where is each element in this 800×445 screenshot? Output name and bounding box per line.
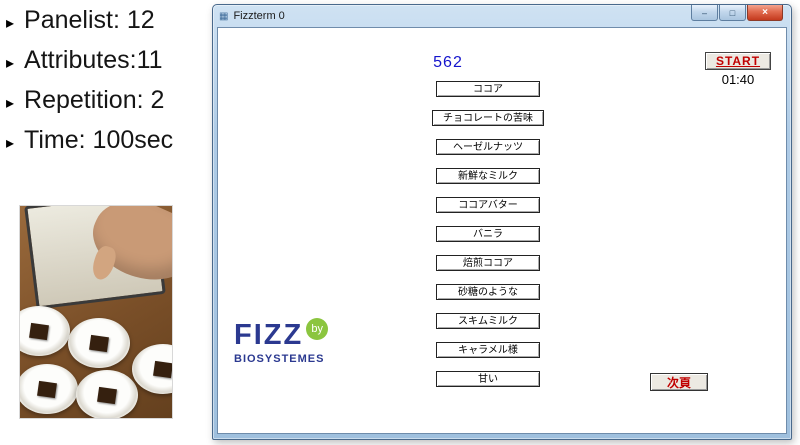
info-text: Attributes:11	[24, 46, 163, 74]
logo-biosystemes-text: BIOSYSTEMES	[234, 353, 325, 365]
info-item: ▸ Attributes:11	[6, 42, 173, 82]
attribute-button[interactable]: 砂糖のような	[436, 284, 540, 300]
attribute-button[interactable]: チョコレートの苦味	[432, 110, 544, 126]
info-text: Repetition: 2	[24, 86, 165, 114]
fizz-logo: FIZZ by BIOSYSTEMES	[234, 318, 329, 365]
logo-by-badge: by	[306, 318, 329, 340]
attribute-button[interactable]: ヘーゼルナッツ	[436, 139, 540, 155]
attribute-button[interactable]: 新鮮なミルク	[436, 168, 540, 184]
info-text: Panelist: 12	[24, 6, 155, 34]
plate	[132, 344, 172, 394]
attribute-button[interactable]: スキムミルク	[436, 313, 540, 329]
info-item: ▸ Time: 100sec	[6, 122, 173, 162]
info-item: ▸ Panelist: 12	[6, 2, 173, 42]
start-button[interactable]: START	[705, 52, 771, 70]
plate	[76, 370, 138, 418]
attribute-button[interactable]: 焙煎ココア	[436, 255, 540, 271]
chocolate-sample	[29, 322, 49, 341]
bullet-icon: ▸	[6, 135, 15, 152]
attribute-button[interactable]: ココア	[436, 81, 540, 97]
app-icon: ▦	[219, 10, 229, 22]
summary-panel: ▸ Panelist: 12 ▸ Attributes:11 ▸ Repetit…	[6, 2, 173, 162]
window-title: Fizzterm 0	[233, 10, 285, 22]
bullet-icon: ▸	[6, 55, 15, 72]
attribute-button[interactable]: キャラメル様	[436, 342, 540, 358]
attribute-button[interactable]: 甘い	[436, 371, 540, 387]
attribute-button[interactable]: バニラ	[436, 226, 540, 242]
timer-display: 01:40	[721, 72, 755, 87]
bullet-icon: ▸	[6, 95, 15, 112]
chocolate-sample	[153, 360, 172, 379]
info-item: ▸ Repetition: 2	[6, 82, 173, 122]
experiment-photo	[20, 206, 172, 418]
plate	[20, 306, 70, 356]
attribute-button[interactable]: ココアバター	[436, 197, 540, 213]
plate	[20, 364, 78, 414]
maximize-button[interactable]: □	[719, 5, 746, 21]
sample-code: 562	[433, 54, 463, 71]
window-controls: – □ ×	[691, 5, 783, 21]
next-page-button[interactable]: 次頁	[650, 373, 708, 391]
chocolate-sample	[89, 334, 109, 353]
info-text: Time: 100sec	[24, 126, 174, 154]
window-titlebar[interactable]: ▦ Fizzterm 0 – □ ×	[213, 5, 791, 27]
attribute-list: ココアチョコレートの苦味ヘーゼルナッツ新鮮なミルクココアバターバニラ焙煎ココア砂…	[378, 81, 598, 387]
logo-fizz-text: FIZZ	[234, 319, 304, 351]
bullet-icon: ▸	[6, 15, 15, 32]
chocolate-sample	[97, 386, 117, 405]
window-client-area: 562 START 01:40 ココアチョコレートの苦味ヘーゼルナッツ新鮮なミル…	[217, 27, 787, 434]
close-button[interactable]: ×	[747, 5, 783, 21]
chocolate-sample	[37, 380, 57, 399]
minimize-button[interactable]: –	[691, 5, 718, 21]
fizzterm-window: ▦ Fizzterm 0 – □ × 562 START 01:40 ココアチョ…	[212, 4, 792, 440]
plate	[68, 318, 130, 368]
fizz-logo-row: FIZZ by	[234, 318, 329, 351]
